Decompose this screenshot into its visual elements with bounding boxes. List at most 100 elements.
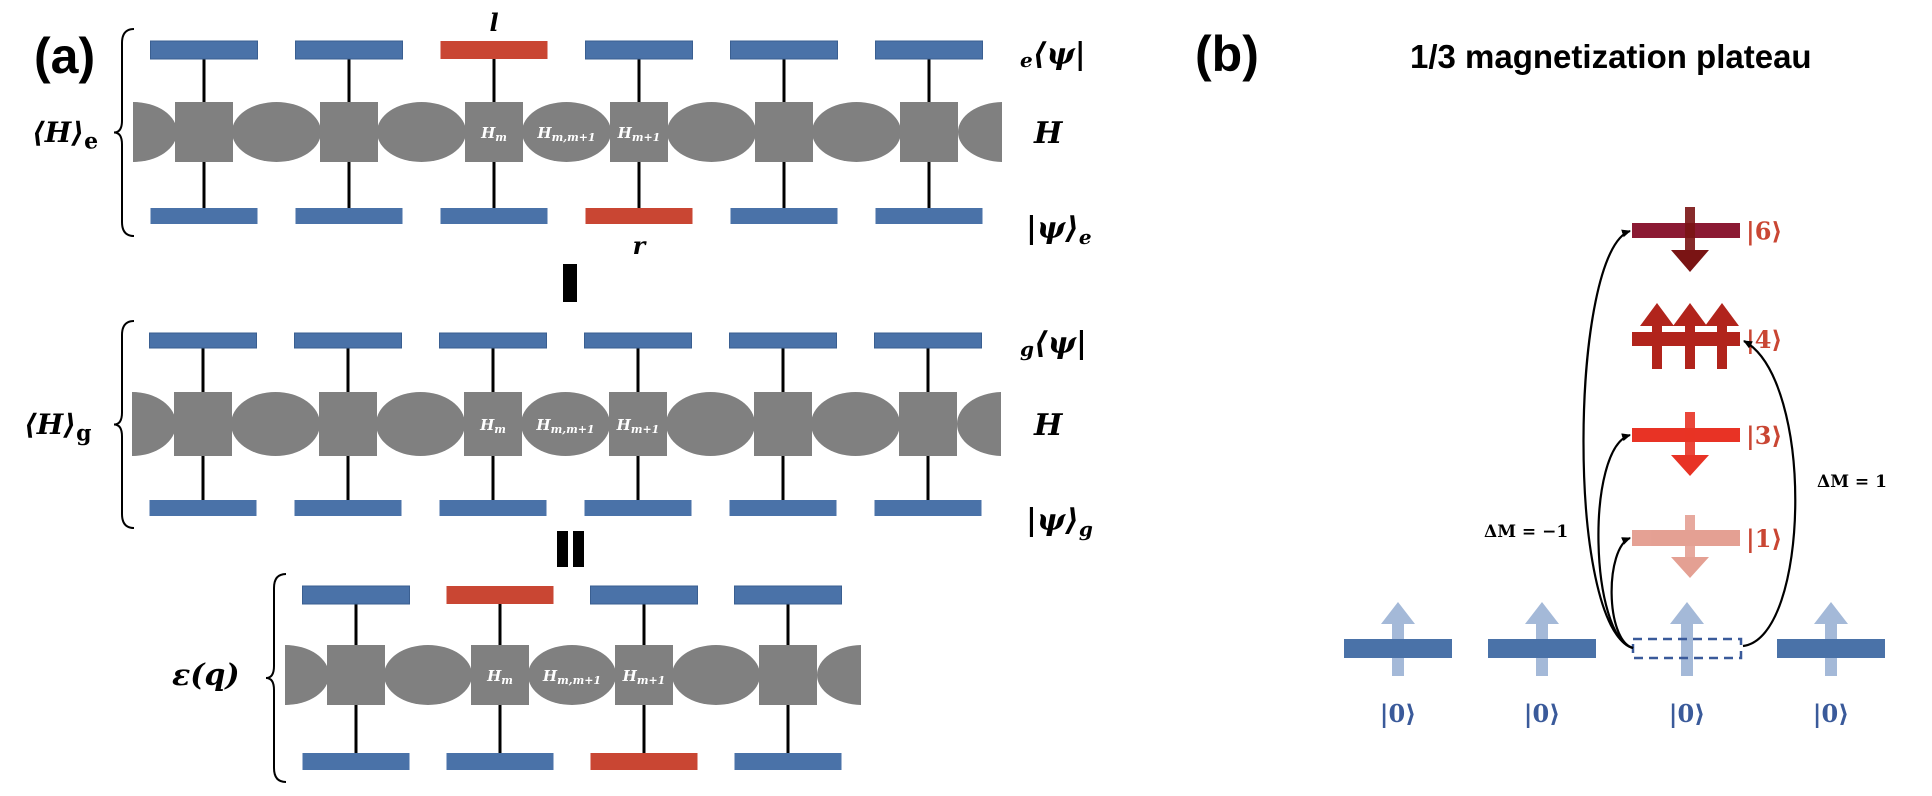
ket-site xyxy=(295,208,403,224)
mpo-bond-tensor xyxy=(384,645,472,705)
equals-operator xyxy=(557,531,584,567)
bra-site xyxy=(590,585,698,605)
ground-spin-stem xyxy=(1681,620,1693,676)
bra-site xyxy=(150,40,258,60)
minus-operator xyxy=(563,264,577,302)
transition-arrows xyxy=(1582,229,1797,650)
bra-site xyxy=(295,40,403,60)
mpo-onsite-tensor xyxy=(615,645,673,705)
bra-site xyxy=(149,332,257,349)
equals-bar-left xyxy=(557,531,568,567)
bra-site xyxy=(729,332,837,349)
ket-label: |ψ⟩g xyxy=(1026,503,1093,541)
mpo-boundary-right xyxy=(957,392,1001,456)
mpo-onsite-tensor xyxy=(609,392,667,456)
spin-stem xyxy=(1685,207,1695,250)
ground-spin-up-arrow-icon xyxy=(1814,602,1848,624)
mpo-onsite-tensor xyxy=(465,102,523,162)
arrow-to-level-1 xyxy=(1610,536,1634,650)
mpo-onsite-tensor xyxy=(327,645,385,705)
mpo-bond-tensor xyxy=(522,102,611,162)
arrow-to-level-4 xyxy=(1742,340,1797,648)
panel-a-label: (a) xyxy=(34,28,95,84)
ground-ket-label: |0⟩ xyxy=(1669,699,1705,728)
op-label-Hm: Hm xyxy=(480,124,507,144)
marker-l: l xyxy=(489,8,498,37)
ket-site xyxy=(874,500,982,516)
level-ket-label: |1⟩ xyxy=(1746,524,1782,553)
ket-site xyxy=(446,753,554,770)
mpo-bond-tensor xyxy=(231,392,320,456)
op-label-Hm: Hm xyxy=(486,667,513,687)
mpo-bond-tensor xyxy=(528,645,616,705)
mpo-onsite-tensor xyxy=(610,102,668,162)
mpo-onsite-tensor xyxy=(464,392,522,456)
spin-stem xyxy=(1685,515,1695,557)
mpo-onsite-tensor xyxy=(175,102,233,162)
spin-down-arrow-icon xyxy=(1671,250,1709,272)
mpo-boundary-left-fill xyxy=(132,392,175,456)
op-label-Hm1: Hm+1 xyxy=(616,416,660,436)
bra-site xyxy=(439,332,547,349)
level-ket-label: |6⟩ xyxy=(1746,217,1782,246)
level-ket-label: |3⟩ xyxy=(1746,421,1782,450)
mpo-onsite-tensor xyxy=(759,645,817,705)
bra-site xyxy=(734,585,842,605)
spin-up-arrow-icon xyxy=(1705,303,1739,326)
bra-site xyxy=(585,40,693,60)
bra-label: g⟨ψ| xyxy=(1020,326,1087,361)
mpo-boundary-left-fill xyxy=(285,645,328,705)
mpo-bond-tensor xyxy=(667,102,756,162)
mpo-bond-tensor xyxy=(811,392,900,456)
row-label: ⟨H⟩e xyxy=(32,116,98,155)
ket-site-excited xyxy=(585,208,693,224)
excited-site-placeholder xyxy=(1631,637,1743,660)
mpo-bond-tensor xyxy=(666,392,755,456)
op-label-Hm1: Hm+1 xyxy=(622,667,666,687)
spin-up-arrow-icon xyxy=(1673,303,1707,326)
panel-b-label: (b) xyxy=(1195,26,1259,82)
ground-site xyxy=(1344,639,1452,658)
mpo-bond-tensor xyxy=(232,102,321,162)
curly-brace xyxy=(113,28,135,237)
ket-site xyxy=(730,208,838,224)
ket-site xyxy=(150,208,258,224)
energy-level-diagram: |0⟩|0⟩|0⟩|0⟩|6⟩|4⟩|3⟩|1⟩ΔM = −1ΔM = 1 xyxy=(1344,207,1887,728)
mpo-label: H xyxy=(1033,408,1064,443)
ket-label: |ψ⟩e xyxy=(1026,211,1092,249)
ground-site xyxy=(1777,639,1885,658)
spin-stem xyxy=(1717,323,1727,369)
ket-site xyxy=(440,208,548,224)
spin-up-arrow-icon xyxy=(1640,303,1674,326)
ket-site xyxy=(439,500,547,516)
level-4 xyxy=(1632,303,1740,369)
bra-site xyxy=(875,40,983,60)
mpo-bond-tensor xyxy=(672,645,760,705)
ket-site xyxy=(149,500,257,516)
op-label-Hm: Hm xyxy=(479,416,506,436)
delta-m-plus-label: ΔM = 1 xyxy=(1817,472,1887,492)
mpo-boundary-left-fill xyxy=(133,102,176,162)
ket-site xyxy=(302,753,410,770)
row-label: ε(q) xyxy=(172,658,240,693)
mpo-onsite-tensor xyxy=(174,392,232,456)
level-3 xyxy=(1632,412,1740,476)
mpo-bond-tensor xyxy=(521,392,610,456)
marker-r: r xyxy=(633,231,648,260)
mpo-bond-tensor xyxy=(376,392,465,456)
ground-ket-label: |0⟩ xyxy=(1524,699,1560,728)
delta-m-minus-label: ΔM = −1 xyxy=(1484,522,1568,542)
op-label-Hmm1: Hm,m+1 xyxy=(535,416,594,436)
ket-site xyxy=(294,500,402,516)
ground-spin-up-arrow-icon xyxy=(1381,602,1415,624)
bra-site xyxy=(730,40,838,60)
mpo-bond-tensor xyxy=(812,102,901,162)
bra-site xyxy=(874,332,982,349)
bra-label: e⟨ψ| xyxy=(1020,37,1086,72)
bra-site-excited xyxy=(440,41,548,59)
mpo-onsite-tensor xyxy=(900,102,958,162)
